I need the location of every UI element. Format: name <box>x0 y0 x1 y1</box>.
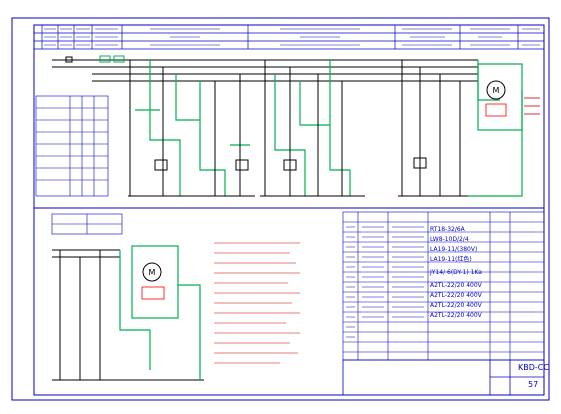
bom-spec-7: A2TL-22/20 400V <box>430 292 482 299</box>
bom-row-numbers <box>346 226 424 338</box>
sheet-number: 57 <box>528 380 539 389</box>
bom-spec-4: LA19-11(红色) <box>430 256 472 263</box>
motor-icon: M <box>485 80 507 117</box>
bom-spec-1: RT18-32/6A <box>430 226 465 233</box>
middle-circuit-black <box>260 60 365 197</box>
inner-frame <box>33 24 545 396</box>
bom-spec-5: JY14/ 6(DY-1) 1Ka <box>430 269 482 276</box>
title-block <box>342 359 545 396</box>
bom-spec-2: LW8-10D/2/4 <box>430 236 469 243</box>
svg-text:M: M <box>149 268 156 277</box>
drawing-number: KBD-CC <box>518 363 549 372</box>
bom-spec-8: A2TL-22/20 400V <box>430 302 482 309</box>
bom-spec-6: A2TL-22/20 400V <box>430 282 482 289</box>
fuse-block <box>65 55 125 63</box>
bom-spec-9: A2TL-22/20 400V <box>430 312 482 319</box>
lower-left-green <box>119 245 201 380</box>
motor-icon: M <box>141 262 165 300</box>
outer-frame <box>11 17 550 401</box>
lower-left-circuit <box>52 249 204 381</box>
header-strip <box>34 25 544 50</box>
bom-spec-3: LA19-11/(380V) <box>430 246 478 253</box>
left-circuit-green <box>135 60 250 196</box>
header-hatching <box>44 28 540 46</box>
red-annotation-right <box>524 97 540 115</box>
right-circuit-black <box>398 60 478 197</box>
lower-left-table <box>51 213 123 235</box>
bom-table <box>342 211 545 361</box>
right-circuit-green <box>468 60 523 197</box>
middle-circuit-green <box>274 60 351 196</box>
switch-position-table <box>35 95 109 197</box>
notes-block <box>214 242 300 364</box>
svg-text:M: M <box>493 86 500 95</box>
left-circuit-black <box>128 60 255 197</box>
